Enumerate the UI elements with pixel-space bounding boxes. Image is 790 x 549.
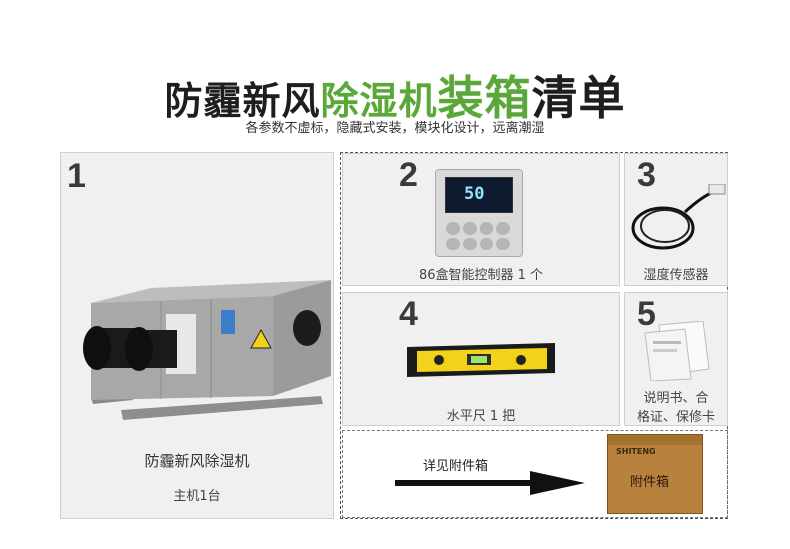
box-brand: SHITENG	[616, 447, 656, 456]
item-number: 5	[637, 295, 656, 333]
controller-screen: 50	[445, 177, 513, 213]
sensor-name: 湿度传感器	[643, 268, 709, 283]
page-subtitle: 各参数不虚标，隐藏式安装，模块化设计，远离潮湿	[245, 121, 545, 136]
item-number: 2	[399, 156, 418, 194]
item-panel-sensor: 3 湿度传感器	[624, 153, 728, 286]
sensor-cable-image	[631, 184, 726, 250]
title-part-4: 清单	[531, 71, 626, 125]
title-part-3: 装箱	[437, 71, 532, 125]
item-panel-documents: 5 说明书、合 格证、保修卡	[624, 292, 728, 426]
item-number: 1	[67, 157, 86, 195]
documents-name-line-2: 格证、保修卡	[636, 410, 715, 425]
title-part-1: 防霾新风	[164, 79, 321, 123]
controller-name: 86盒智能控制器 1 个	[418, 268, 544, 283]
documents-name-line-1: 说明书、合	[643, 391, 709, 406]
box-label: 附件箱	[630, 475, 670, 490]
item-number: 4	[399, 295, 418, 333]
arrow-right-icon	[395, 471, 585, 495]
controller-display-value: 50	[464, 184, 485, 204]
page-title: 防霾新风除湿机装箱清单	[0, 62, 790, 128]
controller-buttons	[446, 222, 510, 250]
item-panel-level: 4 水平尺 1 把	[342, 292, 620, 426]
main-unit-name: 防霾新风除湿机	[144, 452, 250, 470]
item-number: 3	[637, 156, 656, 194]
spirit-level-image	[407, 343, 555, 377]
accessory-box-section: 详见附件箱 SHITENG 附件箱	[342, 430, 728, 518]
accessory-box-label: 详见附件箱	[423, 459, 489, 474]
main-unit-quantity: 主机1台	[173, 489, 221, 504]
level-name: 水平尺 1 把	[446, 409, 516, 424]
documents-image	[644, 321, 710, 381]
item-panel-controller: 2 50 86盒智能控制器 1 个	[342, 153, 620, 286]
controller-image: 50	[435, 169, 523, 257]
title-part-2: 除湿机	[320, 79, 438, 123]
dehumidifier-unit-image	[83, 280, 331, 420]
accessory-box-image: SHITENG 附件箱	[607, 434, 703, 514]
item-panel-main-unit: 1 防霾新风除湿机 主机1台	[60, 152, 334, 519]
